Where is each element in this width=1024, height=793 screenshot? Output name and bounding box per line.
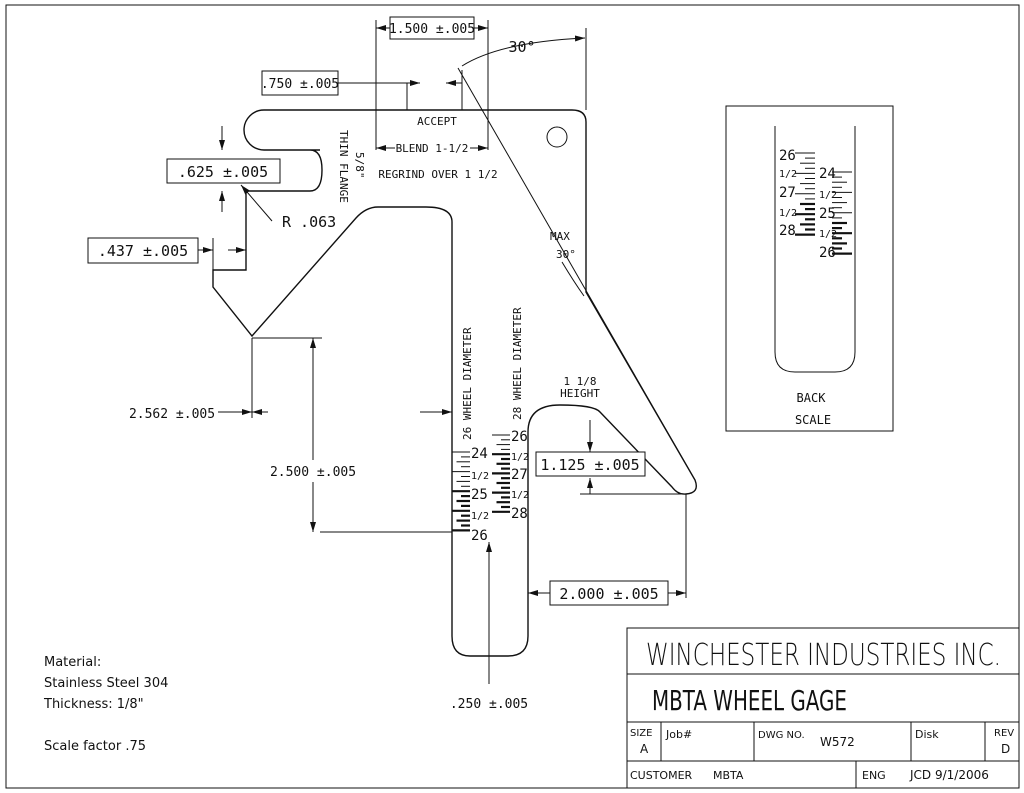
disk-label: Disk <box>915 728 939 741</box>
scale-front-right: 26 1/2 27 1/2 28 <box>492 429 529 522</box>
accept-label: ACCEPT <box>417 115 457 128</box>
eng-value: JCD 9/1/2006 <box>909 768 989 782</box>
max-label-b: 30° <box>556 248 576 261</box>
back-right-num-0: 24 <box>819 166 836 182</box>
job-label: Job# <box>665 728 692 741</box>
scale-front-left-num-0: 24 <box>471 446 488 462</box>
scale-factor: Scale factor .75 <box>44 739 146 754</box>
back-scale-label-b: SCALE <box>795 413 831 427</box>
dim-2562: 2.562 ±.005 <box>129 338 452 422</box>
back-scale-label-a: BACK <box>797 391 827 405</box>
back-scale-panel: 26 1/2 27 1/2 28 24 1/2 25 1/2 26 BACK S… <box>725 105 894 432</box>
dim-2000: 2.000 ±.005 <box>528 494 687 606</box>
thickness-value: Thickness: 1/8" <box>43 697 144 712</box>
size-label: SIZE <box>630 728 652 739</box>
mounting-hole <box>546 126 568 148</box>
drawing-title: MBTA WHEEL GAGE <box>652 684 847 717</box>
scale-front-right-num-1: 1/2 <box>511 452 529 463</box>
thin-flange-label-b: THIN FLANGE <box>337 130 350 203</box>
dim-1125: 1.125 ±.005 <box>535 420 686 495</box>
dim-250: .250 ±.005 <box>450 542 528 712</box>
dim-2562-label: 2.562 ±.005 <box>129 407 215 422</box>
dim-2500: 2.500 ±.005 <box>252 337 452 533</box>
scale-front-right-num-4: 28 <box>511 506 528 522</box>
dim-blend: BLEND 1-1/2 <box>376 142 488 155</box>
dim-437: .437 ±.005 <box>87 237 246 270</box>
scale-front-left: 24 1/2 25 1/2 26 <box>452 446 489 544</box>
size-value: A <box>640 742 649 756</box>
height-label-b: HEIGHT <box>560 387 600 400</box>
back-left-num-1: 1/2 <box>779 169 797 180</box>
regrind-label: REGRIND OVER 1 1/2 <box>378 168 497 181</box>
dim-1500-label: 1.500 ±.005 <box>389 22 475 37</box>
scale-front-left-num-2: 25 <box>471 487 488 503</box>
thin-flange-label-a: 5/8" <box>353 152 366 179</box>
radius-label: R .063 <box>282 213 336 231</box>
flange-angle-line <box>457 67 696 481</box>
title-block: WINCHESTER INDUSTRIES INC. MBTA WHEEL GA… <box>626 627 1020 789</box>
scale-front-left-num-1: 1/2 <box>471 471 489 482</box>
dim-250-label: .250 ±.005 <box>450 697 528 712</box>
back-right-num-3: 1/2 <box>819 229 837 240</box>
scale-28-label: 28 WHEEL DIAMETER <box>511 307 524 420</box>
scale-front-left-num-3: 1/2 <box>471 511 489 522</box>
dim-max-30: MAX 30° <box>550 230 585 297</box>
dim-2000-label: 2.000 ±.005 <box>559 585 658 603</box>
scale-front-right-num-0: 26 <box>511 429 528 445</box>
dim-angle-30: 30° <box>461 28 587 110</box>
scale-26-label: 26 WHEEL DIAMETER <box>461 327 474 440</box>
sheet-border <box>5 4 1020 789</box>
back-right-num-2: 25 <box>819 206 836 222</box>
back-left-num-2: 27 <box>779 185 796 201</box>
back-left-num-4: 28 <box>779 223 796 239</box>
scale-front-right-num-2: 27 <box>511 467 528 483</box>
dim-radius: R .063 <box>240 184 336 231</box>
scale-front-left-num-4: 26 <box>471 528 488 544</box>
max-label-a: MAX <box>550 230 570 243</box>
back-left-num-0: 26 <box>779 148 796 164</box>
rev-label: REV <box>994 728 1014 739</box>
dwg-label: DWG NO. <box>758 730 805 741</box>
scale-front-right-num-3: 1/2 <box>511 490 529 501</box>
blend-label: BLEND 1-1/2 <box>396 142 469 155</box>
dwg-value: W572 <box>820 735 855 749</box>
dim-625: .625 ±.005 <box>166 126 281 212</box>
company-name: WINCHESTER INDUSTRIES INC. <box>646 638 1001 673</box>
dim-angle-30-label: 30° <box>508 38 535 56</box>
dim-2500-label: 2.500 ±.005 <box>270 465 356 480</box>
back-right-num-1: 1/2 <box>819 190 837 201</box>
customer-label: CUSTOMER <box>630 769 693 782</box>
customer-value: MBTA <box>713 769 744 782</box>
eng-label: ENG <box>862 769 886 782</box>
dim-750-label: .750 ±.005 <box>261 77 339 92</box>
dim-625-label: .625 ±.005 <box>178 163 268 181</box>
dim-750: .750 ±.005 <box>261 70 463 110</box>
material-value: Stainless Steel 304 <box>44 676 168 691</box>
dim-1500: 1.500 ±.005 <box>375 16 489 150</box>
gauge-outline <box>212 109 698 657</box>
back-left-num-3: 1/2 <box>779 208 797 219</box>
material-label: Material: <box>44 655 101 670</box>
height-label-a: 1 1/8 <box>563 375 596 388</box>
rev-value: D <box>1001 742 1010 756</box>
dim-1125-label: 1.125 ±.005 <box>540 456 639 474</box>
back-right-num-4: 26 <box>819 245 836 261</box>
dim-437-label: .437 ±.005 <box>98 242 188 260</box>
material-notes: Material: Stainless Steel 304 Thickness:… <box>43 655 168 754</box>
